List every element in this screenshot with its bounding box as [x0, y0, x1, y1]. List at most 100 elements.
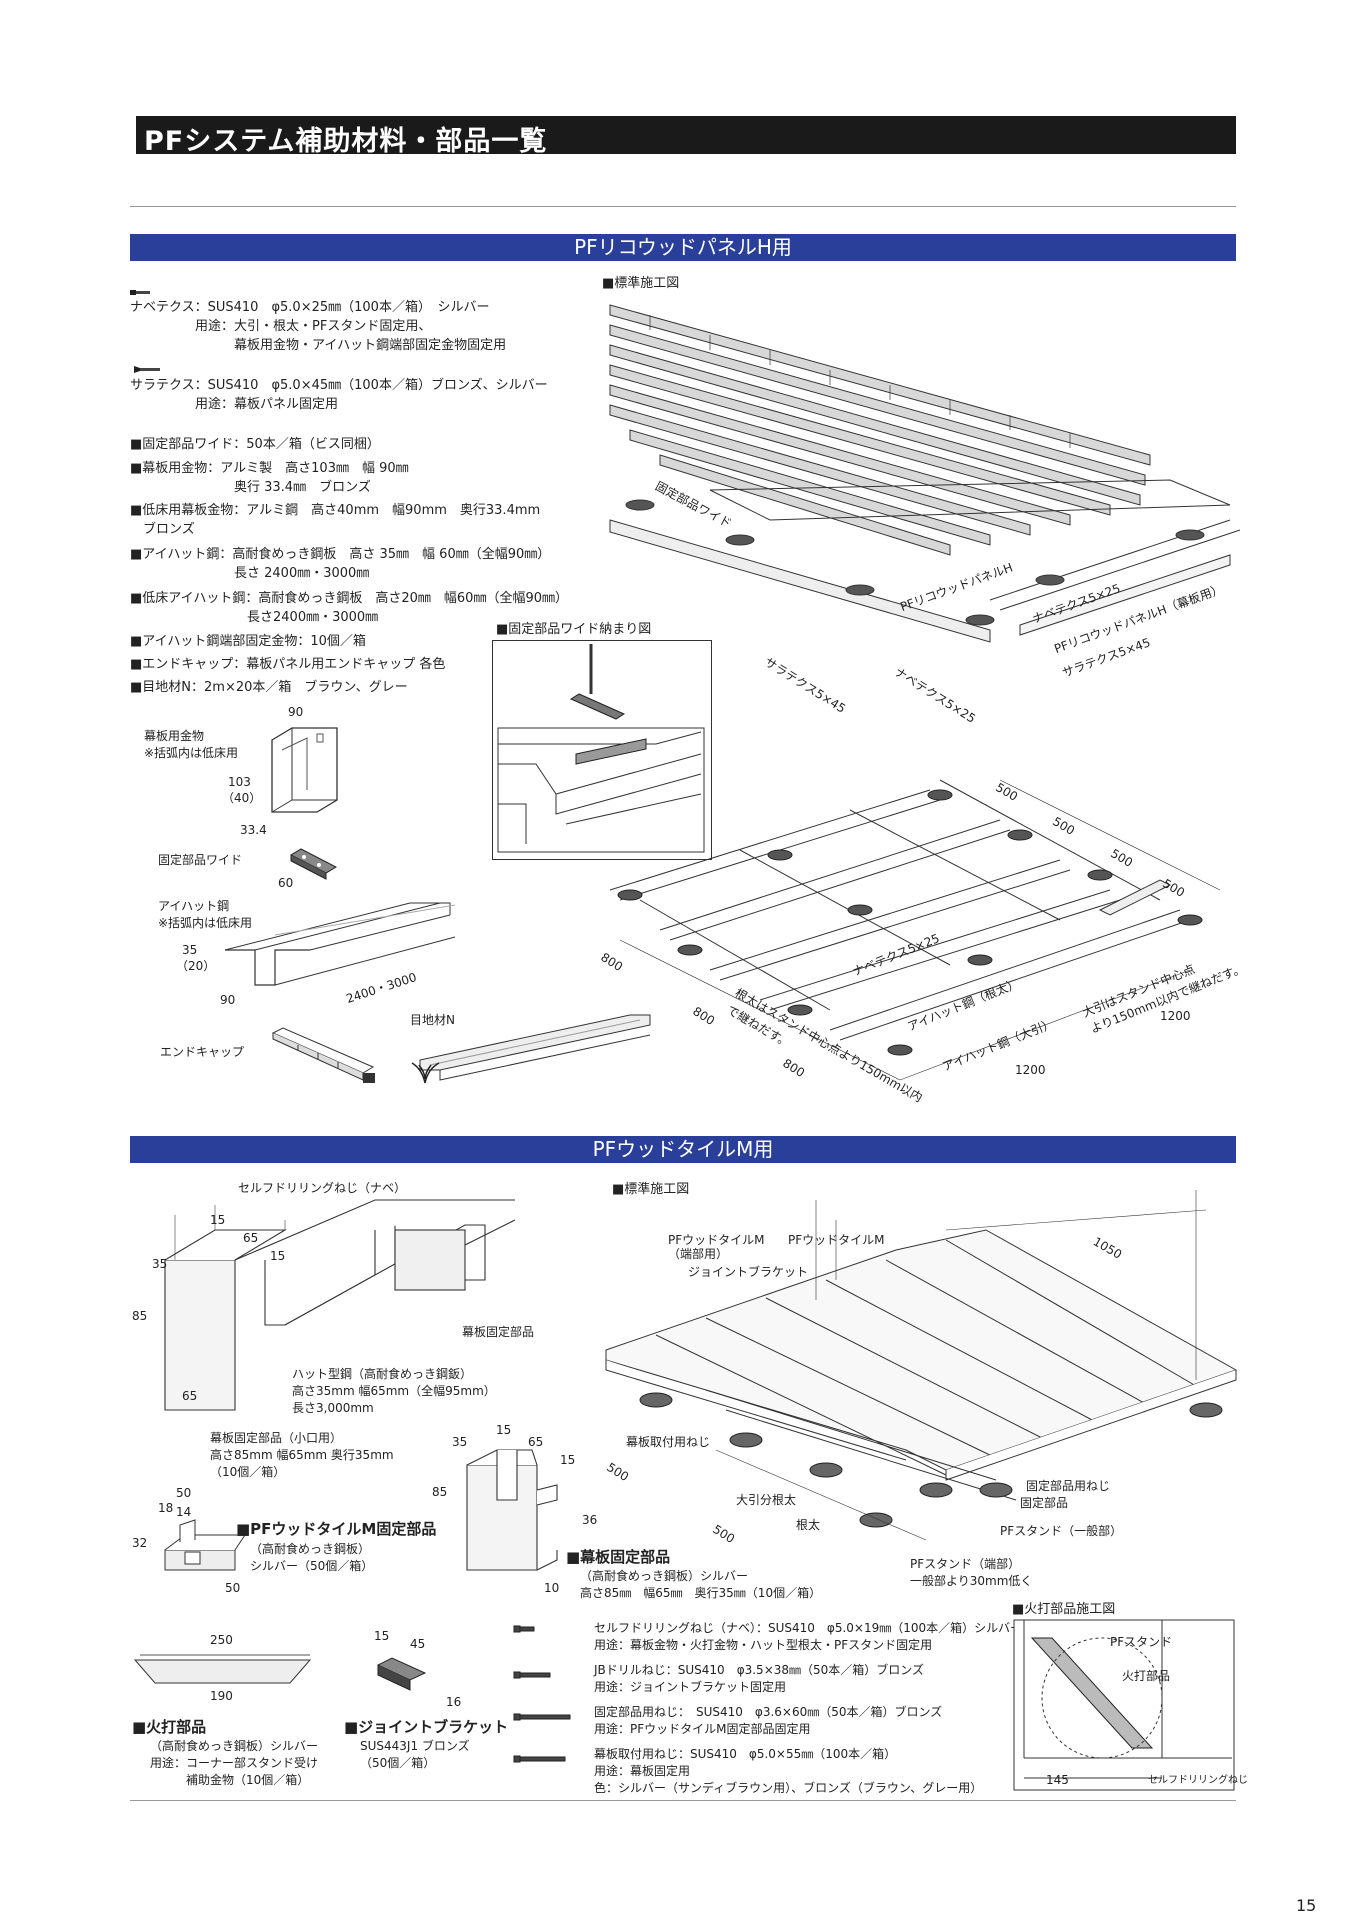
dim-left-35: 35 — [152, 1257, 168, 1271]
maku-kotei-sub-2: 高さ85㎜ 幅65㎜ 奥行35㎜（10個／箱） — [580, 1586, 822, 1600]
screw-4-line-1: 幕板取付用ねじ：SUS410 φ5.0×55㎜（100本／箱） — [594, 1747, 897, 1761]
std-drawing-label-1: ■標準施工図 — [602, 276, 680, 291]
hiuchi-diag-stand: PFスタンド — [1110, 1635, 1173, 1649]
spec-list-item: ■目地材N：2m×20本／箱 ブラウン、グレー — [130, 680, 408, 695]
mejizai-drawing — [419, 1014, 651, 1081]
screw-2-line-2: 用途：ジョイントブラケット固定用 — [594, 1680, 787, 1694]
joint-dim-16: 16 — [446, 1695, 462, 1709]
divider — [130, 206, 1236, 207]
kotei-buhin-label: 固定部品 — [1020, 1496, 1069, 1510]
mid-dim-36: 36 — [582, 1513, 598, 1527]
dim-60: 60 — [278, 876, 294, 890]
mid-dim-10: 10 — [544, 1581, 560, 1595]
wide-detail-frame — [492, 640, 712, 860]
page-title: PFシステム補助材料・部品一覧 — [144, 126, 548, 157]
screw-3-line-2: 用途：PFウッドタイルM固定部品固定用 — [594, 1722, 811, 1736]
dim-left-15a: 15 — [210, 1213, 226, 1227]
kotei-dim-14: 14 — [176, 1505, 192, 1519]
koguchi-line-2: 高さ85mm 幅65mm 奥行35mm — [210, 1448, 394, 1462]
kotei-dim-50: 50 — [176, 1486, 192, 1500]
maku-kotei-title: ■幕板固定部品 — [566, 1548, 671, 1566]
dim-left-65a: 65 — [243, 1231, 259, 1245]
wide-label: 固定部品ワイド — [158, 853, 243, 867]
screw-3-line-1: 固定部品用ねじ： SUS410 φ3.6×60㎜（50本／箱）ブロンズ — [594, 1705, 943, 1719]
hiuchi-dim-250: 250 — [210, 1633, 233, 1647]
dim-40: （40） — [222, 791, 262, 805]
wide-part-drawing — [289, 848, 338, 880]
stand-general-label: PFスタンド（一般部） — [1000, 1524, 1123, 1538]
tile-edge-label-2: （端部用） — [668, 1247, 729, 1261]
dim-35: 35 — [182, 943, 198, 957]
mid-dim-85: 85 — [432, 1485, 448, 1499]
spec-list-item: ■低床用幕板金物：アルミ鋼 高さ40mm 幅90mm 奥行33.4mm — [130, 503, 541, 518]
page-title-bar: PFシステム補助材料・部品一覧 — [130, 116, 1236, 157]
hiuchi-title: ■火打部品 — [132, 1718, 207, 1736]
hiuchi-sub-3: 補助金物（10個／箱） — [150, 1773, 310, 1787]
kotei-title: ■PFウッドタイルM固定部品 — [236, 1520, 437, 1538]
tile-edge-label: PFウッドタイルM — [668, 1233, 765, 1247]
ihat-note: ※括弧内は低床用 — [158, 916, 253, 930]
hiuchi-dim-190: 190 — [210, 1689, 233, 1703]
kotei-neji-label: 固定部品用ねじ — [1026, 1479, 1111, 1493]
mid-dim-15b: 15 — [560, 1453, 576, 1467]
endcap-drawing — [271, 1027, 375, 1083]
koguchi-line-3: （10個／箱） — [210, 1465, 286, 1479]
mejizai-profile-icon — [411, 1062, 440, 1084]
makuita-metal-drawing — [271, 727, 338, 813]
page-number: 15 — [1296, 1896, 1317, 1915]
joint-bracket-label: ジョイントブラケット — [688, 1265, 809, 1279]
makuita-neji-label: 幕板取付用ねじ — [626, 1435, 711, 1449]
dim-20: （20） — [176, 959, 216, 973]
makuita-note: ※括弧内は低床用 — [144, 746, 239, 760]
hiuchi-diag-self: セルフドリリングねじ — [1148, 1775, 1248, 1786]
screw-4-line-3: 色：シルバー（サンディブラウン用）、ブロンズ（ブラウン、グレー用） — [594, 1781, 983, 1795]
mejizai-label: 目地材N — [410, 1013, 455, 1027]
obiki-neta-label: 大引分根太 — [736, 1493, 797, 1507]
sara-screw-icon — [134, 366, 160, 373]
section-header-panel-h: PFリコウッドパネルH用 — [130, 234, 1236, 261]
hiuchi-diag-145: 145 — [1046, 1773, 1069, 1787]
kotei-sub-2: シルバー（50個／箱） — [250, 1559, 374, 1573]
kotei-dim-50b: 50 — [225, 1581, 241, 1595]
screw-1-line-2: 用途：幕板金物・火打金物・ハット型根太・PFスタンド固定用 — [594, 1638, 933, 1652]
spec-list-item: ■アイハット鋼端部固定金物：10個／箱 — [130, 634, 366, 649]
ihat-label: アイハット鋼 — [158, 899, 230, 913]
joint-sub-1: SUS443J1 ブロンズ — [360, 1739, 470, 1753]
hiuchi-sub-2: 用途：コーナー部スタンド受け — [150, 1756, 319, 1770]
nabe-line-1: ナベテクス：SUS410 φ5.0×25㎜（100本／箱） シルバー — [130, 300, 490, 315]
kotei-dim-32: 32 — [132, 1536, 148, 1550]
dim-103: 103 — [228, 775, 251, 789]
joint-sub-2: （50個／箱） — [360, 1756, 436, 1770]
maku-kotei-sub-1: （高耐食めっき鋼板）シルバー — [580, 1569, 749, 1583]
hiuchi-construction-drawing — [1013, 1619, 1235, 1791]
stand-edge-label-2: 一般部より30mm低く — [910, 1574, 1033, 1588]
kotei-dim-18: 18 — [158, 1501, 174, 1515]
spec-list-item: ■固定部品ワイド：50本／箱（ビス同梱） — [130, 437, 380, 452]
screw-1-line-1: セルフドリリングねじ（ナベ）：SUS410 φ5.0×19㎜（100本／箱）シル… — [594, 1621, 1023, 1635]
wide-detail-drawing — [497, 644, 705, 853]
dim-left-65b: 65 — [182, 1389, 198, 1403]
spec-list-item: ■幕板用金物：アルミ製 高さ103㎜ 幅 90㎜ — [130, 461, 409, 476]
stand-edge-label: PFスタンド（端部） — [910, 1557, 1021, 1571]
std-drawing-label-2: ■標準施工図 — [612, 1182, 690, 1197]
nabe-line-2: 用途：大引・根太・PFスタンド固定用、 — [130, 319, 432, 334]
hat-line-2: 高さ35mm 幅65mm（全幅95mm） — [292, 1384, 496, 1398]
wide-detail-label: ■固定部品ワイド納まり図 — [496, 622, 652, 637]
spec-list-item: ■エンドキャップ：幕板パネル用エンドキャップ 各色 — [130, 657, 446, 672]
wood-tile-construction-drawing — [605, 1190, 1238, 1541]
title-tick — [130, 116, 136, 154]
hat-line-1: ハット型鋼（高耐食めっき鋼鈑） — [292, 1367, 473, 1381]
dim-1200-a: 1200 — [1160, 1009, 1191, 1023]
tile-kotei-part-drawing — [164, 1519, 245, 1571]
hiuchi-diag-title: ■火打部品施工図 — [1012, 1602, 1116, 1617]
nabe-line-3: 幕板用金物・アイハット鋼端部固定金物固定用 — [130, 338, 507, 353]
dim-left-85: 85 — [132, 1309, 148, 1323]
spec-list-item: 長さ 2400㎜・3000㎜ — [130, 566, 370, 581]
sara-line-1: サラテクス：SUS410 φ5.0×45㎜（100本／箱）ブロンズ、シルバー — [130, 378, 548, 393]
dim-90: 90 — [288, 705, 304, 719]
screw-2-line-1: JBドリルねじ：SUS410 φ3.5×38㎜（50本／箱）ブロンズ — [594, 1663, 925, 1677]
makuita-kotei-label: 幕板固定部品 — [462, 1325, 535, 1339]
neta-label: 根太 — [796, 1518, 821, 1532]
spec-list-item: ■アイハット鋼：高耐食めっき鋼板 高さ 35㎜ 幅 60㎜（全幅90㎜） — [130, 547, 551, 562]
spec-list-item: 長さ2400㎜・3000㎜ — [130, 610, 379, 625]
